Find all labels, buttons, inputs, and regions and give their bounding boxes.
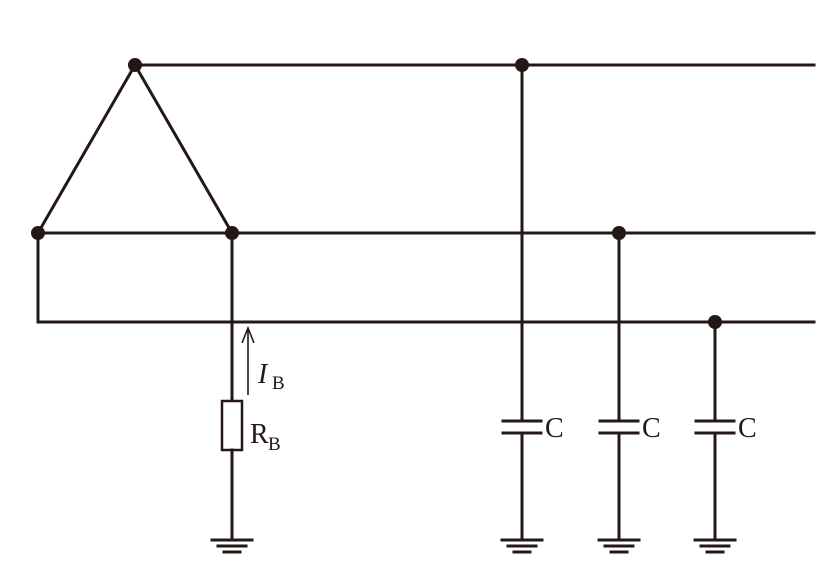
- capacitor-label-1: C: [545, 413, 564, 444]
- current-arrow: [241, 325, 255, 395]
- junction-dot-cap-1: [515, 58, 529, 72]
- capacitor-branch-1: [501, 63, 543, 542]
- current-label: I: [257, 359, 269, 390]
- grounding-resistor-branch: [220, 231, 244, 542]
- ground-symbol-cap-3: [693, 538, 737, 554]
- current-label-subscript: B: [272, 373, 285, 394]
- junction-dot-delta-right: [225, 226, 239, 240]
- capacitor-label-3: C: [738, 413, 757, 444]
- ground-symbol-cap-2: [597, 538, 641, 554]
- capacitor-branch-2: [598, 231, 640, 542]
- resistor-label: R: [250, 419, 269, 450]
- junction-dot-delta-left: [31, 226, 45, 240]
- capacitor-branch-3: [694, 320, 736, 542]
- capacitor-label-2: C: [642, 413, 661, 444]
- resistor-rb: [220, 399, 244, 452]
- junction-dot-cap-3: [708, 315, 722, 329]
- delta-winding: [35, 62, 235, 324]
- junction-dot-cap-2: [612, 226, 626, 240]
- resistor-label-subscript: B: [268, 434, 281, 455]
- junction-dot-delta-top: [128, 58, 142, 72]
- ground-symbol-resistor: [210, 538, 254, 554]
- ground-symbol-cap-1: [500, 538, 544, 554]
